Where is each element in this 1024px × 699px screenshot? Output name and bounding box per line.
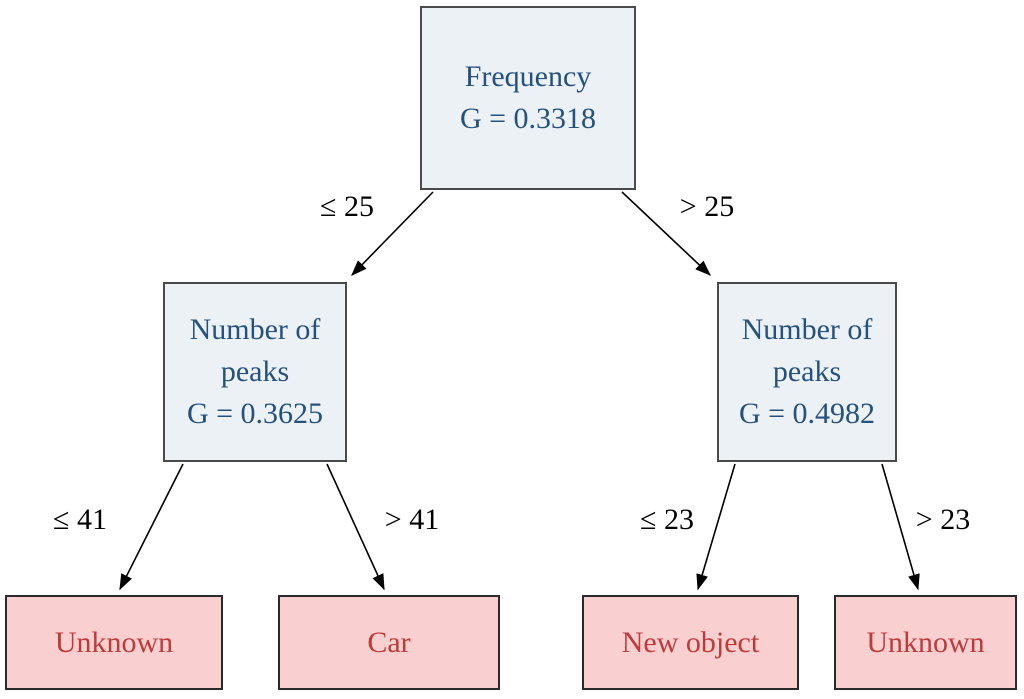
leaf-label: New object	[621, 625, 760, 659]
leaf-label: Unknown	[54, 625, 174, 659]
node-title: Number of peaks	[189, 313, 321, 388]
edge-label-le-23: ≤ 23	[640, 503, 694, 536]
edge-label-le-25: ≤ 25	[320, 190, 374, 223]
edge-left-to-car	[326, 463, 385, 591]
leaf-label: Unknown	[866, 625, 985, 659]
leaf-new-object: New object	[582, 595, 799, 690]
node-right-number-of-peaks: Number of peaks G = 0.4982	[717, 282, 897, 462]
edge-root-to-right	[621, 191, 711, 276]
node-gini-value: G = 0.3318	[459, 102, 597, 135]
node-title: Number of peaks	[741, 313, 873, 388]
edge-left-to-unknown	[119, 463, 184, 591]
node-root-frequency: Frequency G = 0.3318	[420, 6, 636, 190]
edge-label-gt-25: > 25	[679, 190, 735, 223]
leaf-label: Car	[367, 625, 411, 659]
leaf-unknown-left: Unknown	[5, 595, 223, 690]
edge-label-gt-23: > 23	[915, 503, 971, 536]
leaf-unknown-right: Unknown	[834, 595, 1017, 690]
node-gini-value: G = 0.4982	[738, 397, 876, 430]
edge-right-to-new-object	[696, 463, 736, 591]
edge-root-to-left	[351, 191, 434, 276]
edge-label-le-41: ≤ 41	[53, 503, 107, 536]
leaf-car: Car	[278, 595, 500, 690]
node-left-number-of-peaks: Number of peaks G = 0.3625	[163, 282, 347, 462]
edge-right-to-unknown	[881, 463, 920, 591]
node-title: Frequency	[464, 60, 592, 93]
edge-label-gt-41: > 41	[384, 503, 440, 536]
node-gini-value: G = 0.3625	[186, 397, 324, 430]
